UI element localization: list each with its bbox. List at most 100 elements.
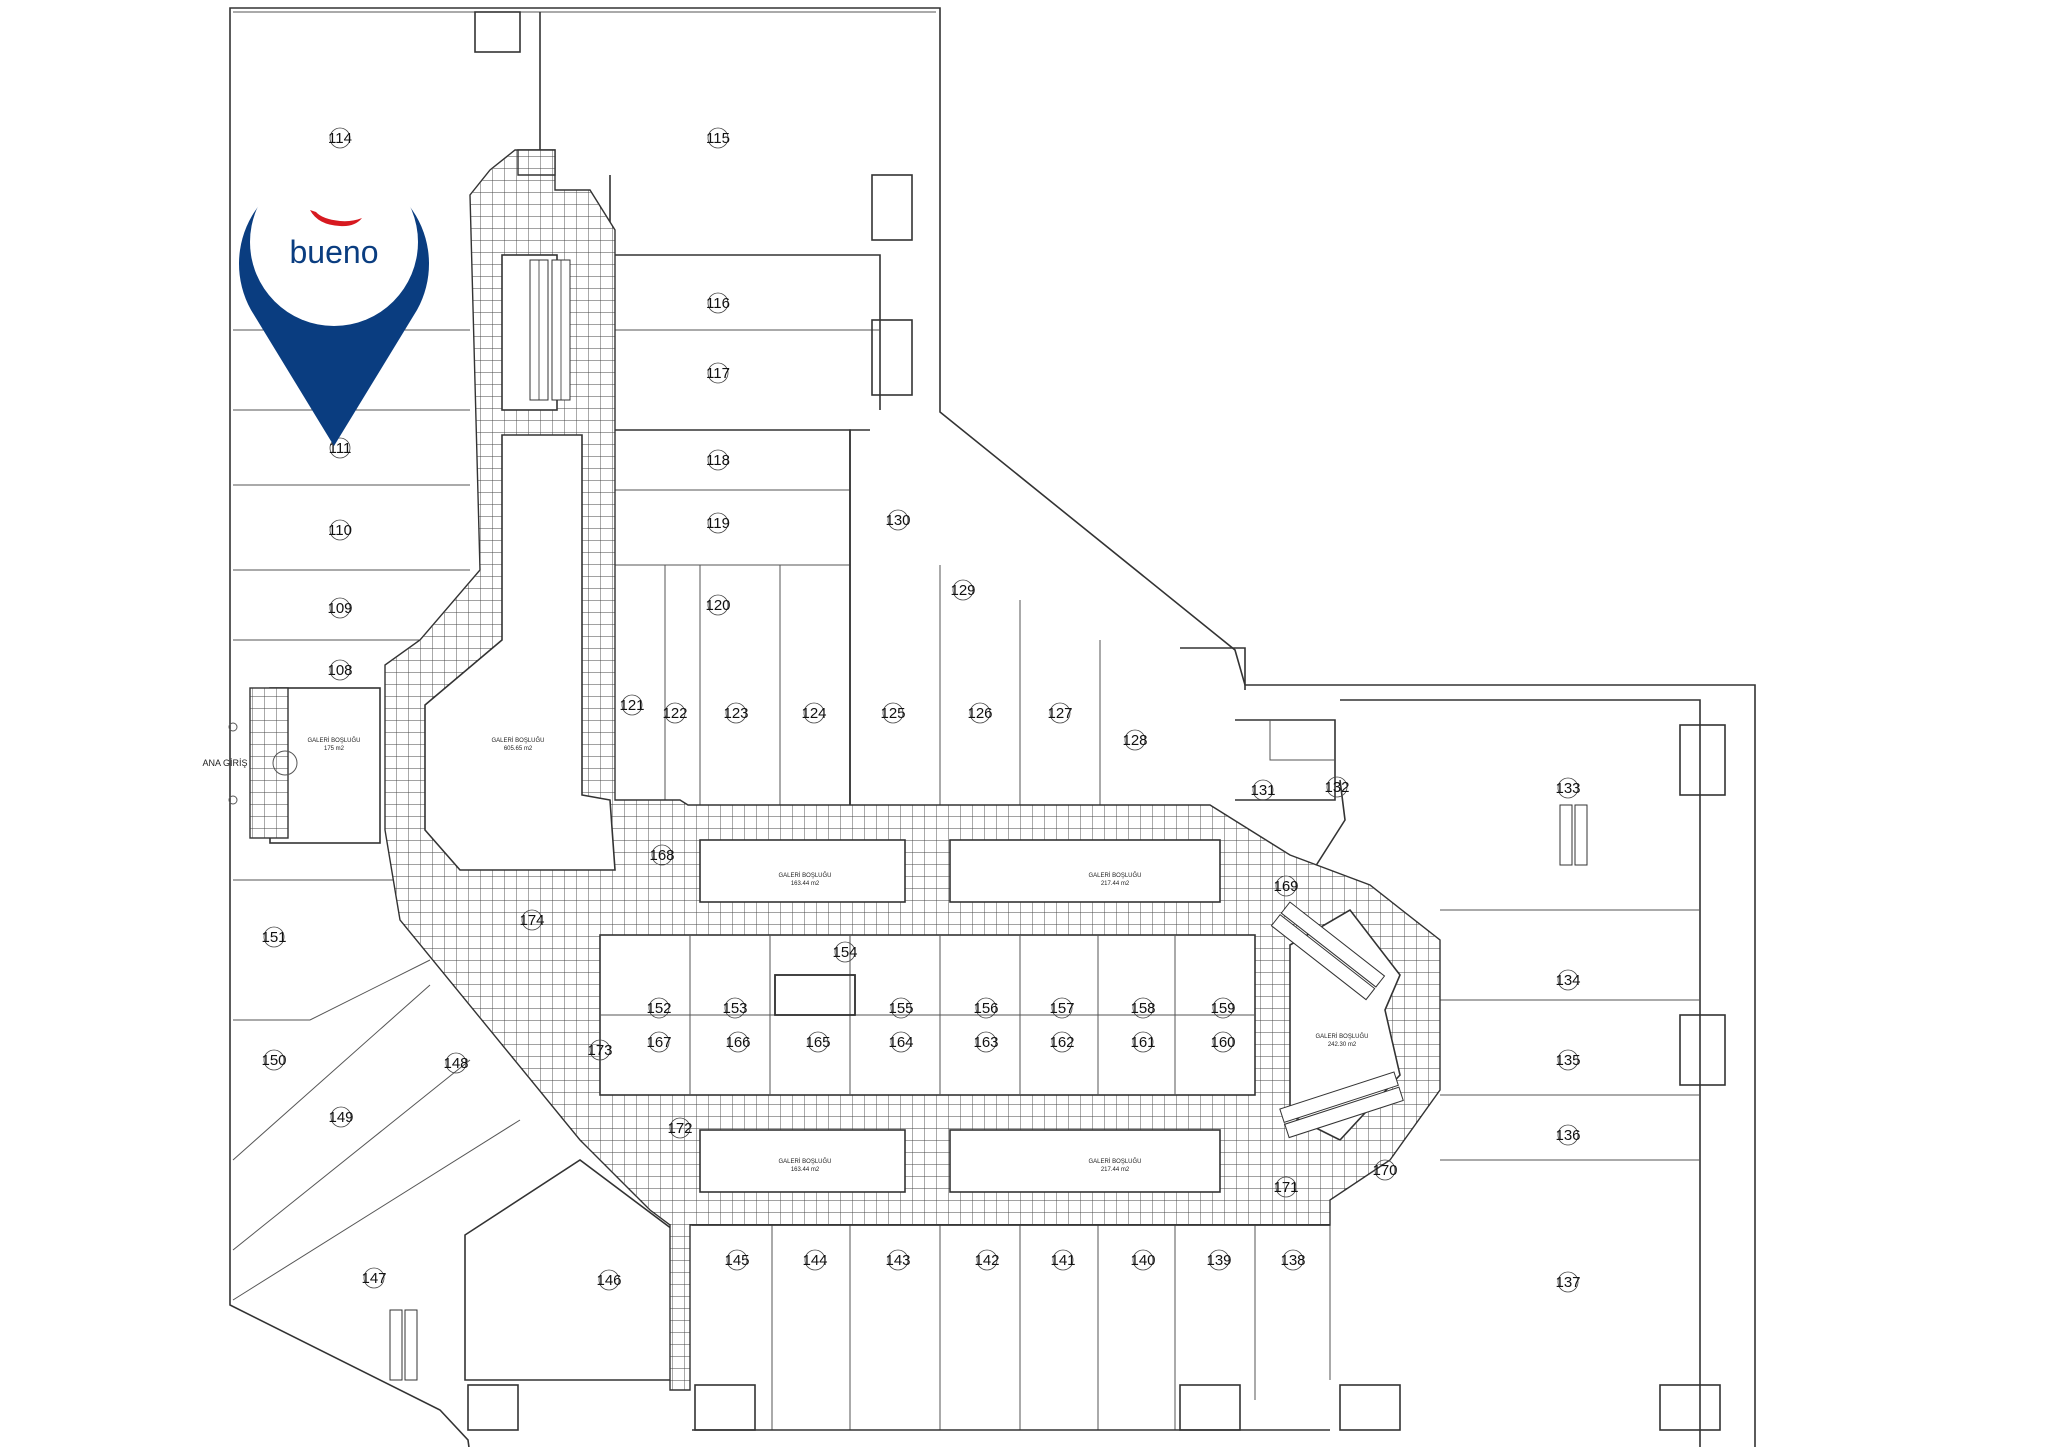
unit-marker	[803, 702, 825, 724]
unit-marker	[726, 1249, 748, 1271]
unit-number[interactable]: 130	[885, 512, 910, 529]
unit-number[interactable]: 143	[885, 1252, 910, 1269]
unit-number[interactable]: 161	[1130, 1034, 1155, 1051]
unit-marker	[669, 1117, 691, 1139]
unit-number[interactable]: 123	[723, 705, 748, 722]
building-outline	[229, 7, 1756, 1447]
unit-number[interactable]: 145	[724, 1252, 749, 1269]
unit-marker	[329, 437, 351, 459]
unit-number[interactable]: 169	[1273, 878, 1298, 895]
unit-number[interactable]: 126	[967, 705, 992, 722]
unit-number[interactable]: 117	[706, 365, 730, 382]
unit-number[interactable]: 114	[328, 130, 352, 147]
unit-number[interactable]: 108	[327, 662, 352, 679]
unit-number[interactable]: 110	[328, 522, 352, 539]
stairs	[467, 11, 1726, 1431]
unit-marker	[1557, 1124, 1579, 1146]
unit-number[interactable]: 139	[1206, 1252, 1231, 1269]
unit-number[interactable]: 118	[706, 452, 730, 469]
unit-number[interactable]: 165	[805, 1034, 830, 1051]
unit-number[interactable]: 121	[619, 697, 644, 714]
unit-number[interactable]: 136	[1555, 1127, 1580, 1144]
escalators	[249, 259, 1588, 1381]
gallery-area: 242.30 m2	[1328, 1042, 1357, 1048]
gallery-name: GALERİ BOŞLUĞU	[778, 872, 831, 879]
unit-number[interactable]: 141	[1050, 1252, 1075, 1269]
unit-number[interactable]: 159	[1210, 1000, 1235, 1017]
unit-number[interactable]: 157	[1049, 1000, 1074, 1017]
unit-number[interactable]: 172	[667, 1120, 692, 1137]
unit-number[interactable]: 166	[725, 1034, 750, 1051]
unit-number[interactable]: 153	[722, 1000, 747, 1017]
unit-number[interactable]: 158	[1130, 1000, 1155, 1017]
unit-number[interactable]: 138	[1280, 1252, 1305, 1269]
unit-number[interactable]: 116	[706, 295, 730, 312]
unit-number[interactable]: 109	[327, 600, 352, 617]
unit-marker	[975, 997, 997, 1019]
unit-number[interactable]: 115	[706, 130, 730, 147]
gallery-name: GALERİ BOŞLUĞU	[778, 1158, 831, 1165]
unit-number[interactable]: 156	[973, 1000, 998, 1017]
unit-marker	[1557, 777, 1579, 799]
unit-marker	[727, 1031, 749, 1053]
unit-number[interactable]: 150	[261, 1052, 286, 1069]
unit-number[interactable]: 125	[880, 705, 905, 722]
unit-number[interactable]: 119	[706, 515, 730, 532]
unit-marker	[329, 519, 351, 541]
unit-number[interactable]: 132	[1324, 779, 1349, 796]
unit-number[interactable]: 148	[443, 1055, 468, 1072]
unit-number[interactable]: 149	[328, 1109, 353, 1126]
unit-number[interactable]: 135	[1555, 1052, 1580, 1069]
unit-marker	[707, 362, 729, 384]
unit-number[interactable]: 133	[1555, 780, 1580, 797]
unit-number[interactable]: 163	[973, 1034, 998, 1051]
unit-marker	[707, 512, 729, 534]
unit-number[interactable]: 146	[596, 1272, 621, 1289]
unit-number[interactable]: 134	[1555, 972, 1580, 989]
unit-marker	[1132, 1031, 1154, 1053]
gallery-name: GALERİ BOŞLUĞU	[491, 737, 544, 744]
gallery-voids	[269, 254, 1401, 1193]
unit-number[interactable]: 120	[705, 597, 730, 614]
unit-number[interactable]: 174	[519, 912, 544, 929]
unit-number[interactable]: 147	[361, 1270, 386, 1287]
unit-number[interactable]: 127	[1047, 705, 1072, 722]
unit-number[interactable]: 170	[1372, 1162, 1397, 1179]
unit-number[interactable]: 128	[1122, 732, 1147, 749]
unit-marker	[1557, 1271, 1579, 1293]
unit-marker	[1252, 779, 1274, 801]
unit-marker	[521, 909, 543, 931]
unit-number[interactable]: 124	[801, 705, 826, 722]
main-entrance-label: ANA GİRİŞ	[202, 758, 247, 768]
unit-number[interactable]: 137	[1555, 1274, 1580, 1291]
unit-marker	[724, 997, 746, 1019]
unit-number[interactable]: 154	[832, 944, 857, 961]
unit-number[interactable]: 131	[1250, 782, 1275, 799]
unit-number[interactable]: 152	[646, 1000, 671, 1017]
unit-number[interactable]: 140	[1130, 1252, 1155, 1269]
unit-marker	[664, 702, 686, 724]
unit-marker	[882, 702, 904, 724]
unit-number[interactable]: 142	[974, 1252, 999, 1269]
unit-marker	[807, 1031, 829, 1053]
unit-number[interactable]: 155	[888, 1000, 913, 1017]
unit-number[interactable]: 129	[950, 582, 975, 599]
unit-number[interactable]: 171	[1273, 1179, 1298, 1196]
unit-number[interactable]: 173	[587, 1042, 612, 1059]
unit-number[interactable]: 164	[888, 1034, 913, 1051]
unit-number[interactable]: 162	[1049, 1034, 1074, 1051]
unit-number[interactable]: 160	[1210, 1034, 1235, 1051]
unit-number[interactable]: 167	[646, 1034, 671, 1051]
unit-number[interactable]: 151	[261, 929, 286, 946]
unit-marker	[887, 1249, 909, 1271]
unit-marker	[975, 1031, 997, 1053]
unit-marker	[598, 1269, 620, 1291]
location-pin[interactable]: bueno	[238, 158, 429, 446]
unit-marker	[1374, 1159, 1396, 1181]
gallery-name: GALERİ BOŞLUĞU	[1088, 1158, 1141, 1165]
unit-number[interactable]: 122	[662, 705, 687, 722]
unit-number[interactable]: 144	[802, 1252, 827, 1269]
unit-number[interactable]: 168	[649, 847, 674, 864]
